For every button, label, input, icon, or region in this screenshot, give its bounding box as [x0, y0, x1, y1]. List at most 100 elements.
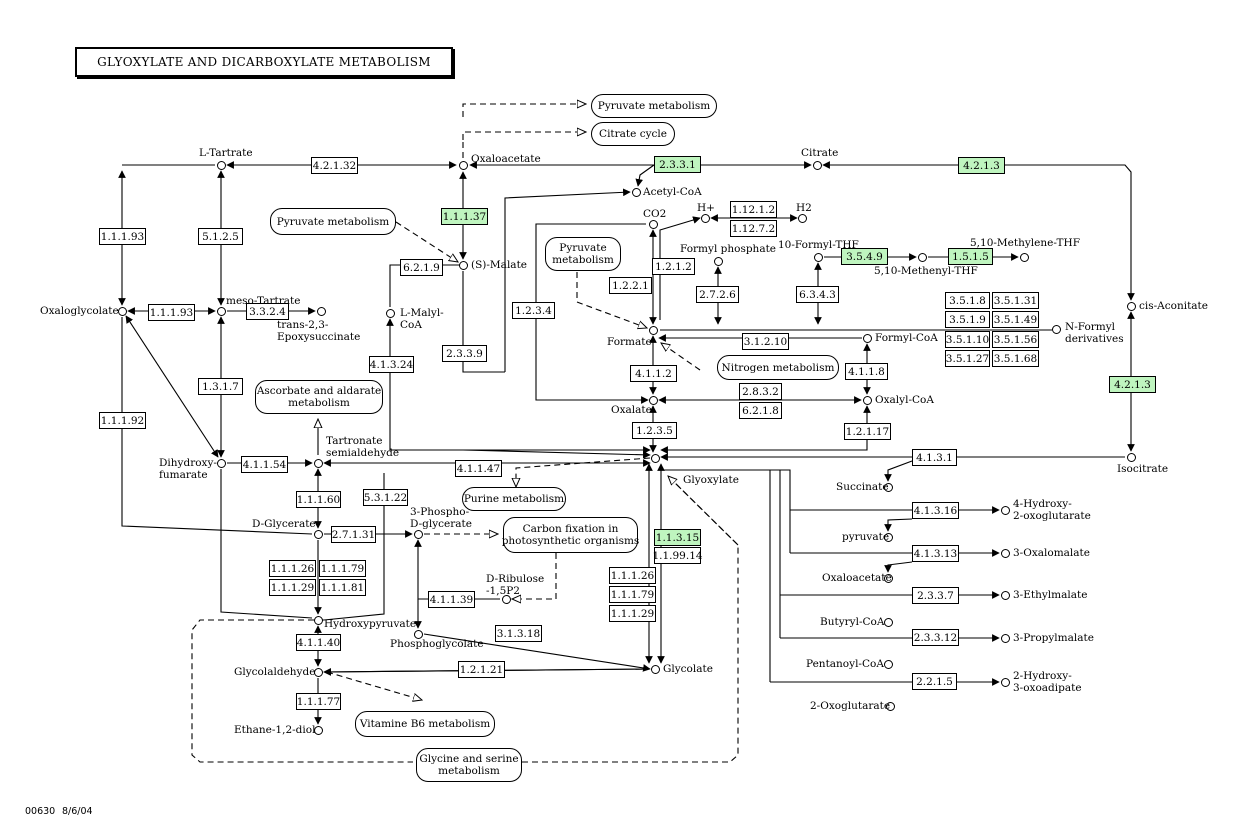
enzyme-box-e5.3.1.22[interactable]: 5.3.1.22: [363, 489, 408, 506]
enzyme-box-e6.2.1.9[interactable]: 6.2.1.9: [400, 259, 443, 276]
compound-label-oxaloacetate-2[interactable]: Oxaloacetate: [822, 572, 892, 584]
enzyme-box-e3.5.1.27[interactable]: 3.5.1.27: [945, 350, 990, 367]
enzyme-box-e3.5.1.8[interactable]: 3.5.1.8: [945, 292, 990, 309]
enzyme-box-e2.7.2.6[interactable]: 2.7.2.6: [696, 286, 739, 303]
compound-label-d-glycerate[interactable]: D-Glycerate: [252, 518, 316, 530]
enzyme-box-e1.2.1.17[interactable]: 1.2.1.17: [844, 423, 891, 440]
enzyme-box-e4.2.1.32[interactable]: 4.2.1.32: [311, 157, 358, 174]
compound-dihydroxyfumarate[interactable]: [216, 458, 226, 468]
enzyme-box-e3.5.1.9[interactable]: 3.5.1.9: [945, 311, 990, 328]
map-link-citrate-cycle[interactable]: Citrate cycle: [591, 122, 675, 146]
enzyme-box-e4.1.1.47[interactable]: 4.1.1.47: [455, 460, 502, 477]
compound-propylmalate[interactable]: [1000, 633, 1010, 643]
enzyme-box-e1.3.1.7[interactable]: 1.3.1.7: [198, 378, 243, 395]
compound-succinate[interactable]: [883, 482, 893, 492]
enzyme-box-e1.1.1.93b[interactable]: 1.1.1.93: [148, 304, 195, 321]
compound-label-acetyl-coa[interactable]: Acetyl-CoA: [643, 186, 702, 198]
compound-phosphoglycolate[interactable]: [413, 629, 423, 639]
compound-label-isocitrate[interactable]: Isocitrate: [1117, 463, 1169, 475]
enzyme-box-e1.2.3.4[interactable]: 1.2.3.4: [512, 302, 555, 319]
compound-l-malyl-coa[interactable]: [385, 308, 395, 318]
compound-hydroxyoxoglutarate[interactable]: [1000, 505, 1010, 515]
enzyme-box-e1.1.1.93a[interactable]: 1.1.1.93: [99, 228, 146, 245]
compound-label-butyryl-coa[interactable]: Butyryl-CoA: [820, 616, 885, 628]
enzyme-box-e4.1.3.13[interactable]: 4.1.3.13: [912, 545, 959, 562]
compound-ethylmalate[interactable]: [1000, 590, 1010, 600]
compound-ethane-diol[interactable]: [313, 725, 323, 735]
compound-epoxysuccinate[interactable]: [316, 306, 326, 316]
enzyme-box-e4.1.3.24[interactable]: 4.1.3.24: [369, 356, 414, 373]
enzyme-box-e1.12.1.2[interactable]: 1.12.1.2: [730, 201, 777, 218]
enzyme-box-e1.5.1.5[interactable]: 1.5.1.5: [948, 248, 993, 265]
enzyme-box-e3.1.2.10[interactable]: 3.1.2.10: [742, 333, 789, 350]
enzyme-box-e1.1.1.29b[interactable]: 1.1.1.29: [609, 605, 656, 622]
compound-glycolate[interactable]: [650, 664, 660, 674]
enzyme-box-e2.8.3.2[interactable]: 2.8.3.2: [739, 383, 782, 400]
compound-label-phosphoglycolate[interactable]: Phosphoglycolate: [390, 638, 484, 650]
compound-oxalomalate[interactable]: [1000, 548, 1010, 558]
enzyme-box-e2.2.1.5[interactable]: 2.2.1.5: [912, 673, 957, 690]
compound-label-ethane-diol[interactable]: Ethane-1,2-diol: [234, 724, 316, 736]
compound-hydroxypyruvate[interactable]: [313, 615, 323, 625]
map-link-pyruvate-left[interactable]: Pyruvate metabolism: [270, 208, 396, 235]
compound-h-plus[interactable]: [700, 213, 710, 223]
enzyme-box-e4.1.1.39[interactable]: 4.1.1.39: [428, 591, 475, 608]
compound-label-methenyl-thf[interactable]: 5,10-Methenyl-THF: [874, 265, 978, 277]
enzyme-box-e5.1.2.5[interactable]: 5.1.2.5: [198, 228, 243, 245]
compound-label-h-plus[interactable]: H+: [697, 202, 715, 214]
compound-glycolaldehyde[interactable]: [313, 667, 323, 677]
compound-label-h2[interactable]: H2: [796, 202, 812, 214]
compound-label-epoxysuccinate[interactable]: trans-2,3- Epoxysuccinate: [277, 319, 361, 343]
enzyme-box-e3.5.1.31[interactable]: 3.5.1.31: [992, 292, 1039, 309]
compound-oxalyl-coa[interactable]: [862, 395, 872, 405]
enzyme-box-e1.2.2.1[interactable]: 1.2.2.1: [609, 277, 652, 294]
compound-label-l-tartrate[interactable]: L-Tartrate: [199, 147, 253, 159]
enzyme-box-e6.2.1.8[interactable]: 6.2.1.8: [739, 402, 782, 419]
compound-hydroxy-oxoadipate[interactable]: [1000, 677, 1010, 687]
compound-methylene-thf[interactable]: [1019, 252, 1029, 262]
enzyme-box-e4.1.1.8[interactable]: 4.1.1.8: [845, 363, 888, 380]
enzyme-box-e3.3.2.4[interactable]: 3.3.2.4: [246, 303, 289, 320]
compound-oxaloacetate-2[interactable]: [883, 573, 893, 583]
compound-label-hydroxyoxoglutarate[interactable]: 4-Hydroxy- 2-oxoglutarate: [1013, 498, 1091, 522]
map-link-nitrogen[interactable]: Nitrogen metabolism: [717, 355, 839, 380]
enzyme-box-e2.7.1.31[interactable]: 2.7.1.31: [331, 526, 376, 543]
compound-label-n-formyl[interactable]: N-Formyl derivatives: [1065, 321, 1124, 345]
compound-pentanoyl-coa[interactable]: [883, 659, 893, 669]
enzyme-box-e1.2.3.5[interactable]: 1.2.3.5: [632, 422, 677, 439]
compound-phosphoglycerate-3[interactable]: [413, 529, 423, 539]
compound-label-dihydroxyfumarate[interactable]: Dihydroxy- fumarate: [159, 457, 217, 481]
enzyme-box-e4.1.1.2[interactable]: 4.1.1.2: [630, 365, 677, 382]
compound-ribulose[interactable]: [501, 594, 511, 604]
enzyme-box-e3.5.4.9[interactable]: 3.5.4.9: [841, 248, 888, 265]
enzyme-box-e1.1.1.37[interactable]: 1.1.1.37: [441, 208, 488, 225]
compound-oxaloglycolate[interactable]: [117, 306, 127, 316]
compound-n-formyl[interactable]: [1051, 324, 1061, 334]
map-link-pyruvate-mid[interactable]: Pyruvate metabolism: [545, 237, 621, 271]
compound-label-oxalate[interactable]: Oxalate: [611, 404, 652, 416]
compound-label-10-formyl-thf[interactable]: 10-Formyl-THF: [778, 239, 859, 251]
compound-l-tartrate[interactable]: [216, 160, 226, 170]
compound-label-s-malate[interactable]: (S)-Malate: [471, 259, 527, 271]
compound-label-tartronate[interactable]: Tartronate semialdehyde: [326, 435, 400, 459]
enzyme-box-e3.5.1.10[interactable]: 3.5.1.10: [945, 331, 990, 348]
compound-label-ethylmalate[interactable]: 3-Ethylmalate: [1013, 589, 1088, 601]
compound-label-oxaloglycolate[interactable]: Oxaloglycolate: [40, 305, 119, 317]
enzyme-box-e1.1.1.26a[interactable]: 1.1.1.26: [269, 560, 316, 577]
enzyme-box-e2.3.3.9[interactable]: 2.3.3.9: [442, 345, 487, 362]
enzyme-box-e6.3.4.3[interactable]: 6.3.4.3: [796, 286, 839, 303]
map-link-carbon-fixation[interactable]: Carbon fixation in photosynthetic organi…: [502, 517, 639, 553]
compound-oxaloacetate[interactable]: [458, 160, 468, 170]
enzyme-box-e1.2.1.2[interactable]: 1.2.1.2: [652, 258, 695, 275]
enzyme-box-e3.5.1.68[interactable]: 3.5.1.68: [992, 350, 1039, 367]
compound-formyl-phosphate[interactable]: [713, 256, 723, 266]
compound-tartronate[interactable]: [313, 458, 323, 468]
compound-oxoglutarate[interactable]: [885, 701, 895, 711]
enzyme-box-e1.1.1.26b[interactable]: 1.1.1.26: [609, 567, 656, 584]
enzyme-box-e4.2.1.3b[interactable]: 4.2.1.3: [1109, 376, 1156, 393]
compound-label-citrate[interactable]: Citrate: [801, 147, 839, 159]
map-link-glycine-serine[interactable]: Glycine and serine metabolism: [416, 748, 522, 782]
compound-d-glycerate[interactable]: [313, 529, 323, 539]
compound-citrate[interactable]: [812, 160, 822, 170]
enzyme-box-e1.1.99.14[interactable]: 1.1.99.14: [652, 547, 703, 564]
